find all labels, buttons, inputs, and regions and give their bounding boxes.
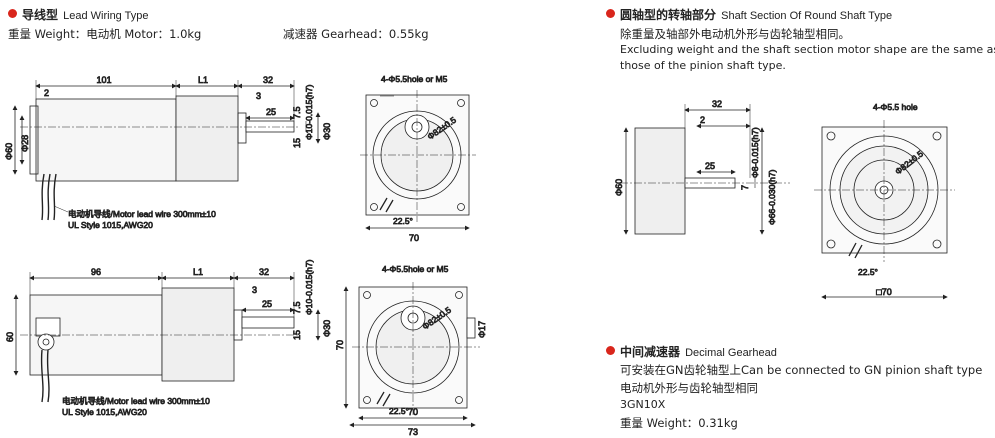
ul-label-top: UL Style 1015,AWG20 <box>68 220 153 230</box>
mount-hole <box>457 99 465 107</box>
decimal-gearhead-weight: 重量 Weight：0.31kg <box>620 416 738 430</box>
decimal-gearhead-heading: 中间减速器 Decimal Gearhead <box>606 341 777 360</box>
dim-phi30-2: Φ30 <box>322 320 332 337</box>
mount-hole <box>457 203 465 211</box>
hole-label-bottom: 4-Φ5.5hole or M5 <box>382 264 449 274</box>
rs-dim-32: 32 <box>712 99 722 109</box>
decimal-gearhead-line2: 电动机外形与齿轮轴型相同 <box>620 381 758 395</box>
mount-hole <box>370 99 378 107</box>
gearhead-weight: 减速器 Gearhead：0.55kg <box>283 27 429 41</box>
top-side-view: 101 L1 32 3 25 2 7.5 Φ10-0.015(h7) 15 Φ3… <box>4 75 333 231</box>
red-bullet-icon <box>606 9 615 18</box>
rs-dim-phi66: Φ66-0.030(h7) <box>767 169 777 225</box>
gearhead-body-2 <box>161 287 235 382</box>
width70-label: 70 <box>408 407 418 417</box>
cable-gland-icon <box>37 333 55 351</box>
hole-label-top: 4-Φ5.5hole or M5 <box>381 74 448 84</box>
rs-width-label: □70 <box>876 287 891 297</box>
dim-phi30: Φ30 <box>322 123 332 140</box>
round-shaft-desc-en-2: those of the pinion shaft type. <box>620 59 786 72</box>
output-shaft <box>245 120 295 133</box>
height70-label: 70 <box>335 340 345 350</box>
dim-25-2: 25 <box>262 299 272 309</box>
gearhead-body <box>175 95 239 182</box>
dim-2: 2 <box>44 88 49 98</box>
angle-label-bottom: 22.5° <box>389 406 409 416</box>
red-bullet-icon <box>8 9 17 18</box>
top-front-view: 4-Φ5.5hole or M5 Φ82±0.5 22.5° 70 <box>360 74 476 243</box>
phi17-label: Φ17 <box>477 321 487 338</box>
rs-dim-phi60: Φ60 <box>614 179 624 196</box>
motor-body <box>35 98 177 182</box>
lead-wiring-title-cn: 导线型 <box>22 8 59 22</box>
dim-phi10: Φ10-0.015(h7) <box>304 84 314 140</box>
rs-angle-label: 22.5° <box>858 267 878 277</box>
motor-end-cap <box>29 105 39 175</box>
rs-dim-phi8: Φ8-0.015(h7) <box>750 127 760 178</box>
decimal-gearhead-line1: 可安装在GN齿轮轴型上Can be connected to GN pinion… <box>620 363 983 377</box>
decimal-gearhead-model: 3GN10X <box>620 398 666 411</box>
round-shaft-desc-en-1: Excluding weight and the shaft section m… <box>620 43 995 56</box>
width73-label: 73 <box>408 427 418 437</box>
rs-dim-2: 2 <box>700 115 705 125</box>
terminal-box <box>35 317 61 337</box>
rs-dim-25: 25 <box>705 161 715 171</box>
round-shaft-title-en: Shaft Section Of Round Shaft Type <box>721 10 893 22</box>
dim-15: 15 <box>292 138 302 148</box>
rs-hole-label: 4-Φ5.5 hole <box>873 102 918 112</box>
gearhead-boss <box>237 112 247 144</box>
dim-phi10-2: Φ10-0.015(h7) <box>304 259 314 315</box>
dim-l1: L1 <box>198 75 208 85</box>
decimal-gearhead-title-en: Decimal Gearhead <box>685 347 777 359</box>
round-shaft-title-cn: 圆轴型的转轴部分 <box>620 8 717 22</box>
dim-25: 25 <box>266 107 276 117</box>
bottom-front-view: 4-Φ5.5hole or M5 Φ82±0.5 22.5° 70 73 70 … <box>335 264 488 438</box>
dim-60: 60 <box>5 332 15 342</box>
red-bullet-icon <box>606 346 615 355</box>
round-shaft-desc-cn: 除重量及轴部外电动机外形与齿轮轴型相同。 <box>620 27 850 41</box>
wire-label-bottom: 电动机导线/Motor lead wire 300mm±10 <box>62 396 210 406</box>
rs-dim-7: 7 <box>740 185 750 190</box>
width-label-top: 70 <box>409 233 419 243</box>
dim-3: 3 <box>256 91 261 101</box>
decimal-gearhead-title-cn: 中间减速器 <box>620 345 681 359</box>
round-shaft-heading: 圆轴型的转轴部分 Shaft Section Of Round Shaft Ty… <box>606 4 892 23</box>
lead-wiring-title-en: Lead Wiring Type <box>63 10 149 22</box>
mount-hole <box>370 203 378 211</box>
gearhead-boss-2 <box>233 309 243 341</box>
output-shaft-2 <box>241 316 295 329</box>
dim-phi28: Φ28 <box>20 135 30 152</box>
ul-label-bottom: UL Style 1015,AWG20 <box>62 407 147 417</box>
wire-label-top: 电动机导线/Motor lead wire 300mm±10 <box>68 209 216 219</box>
dim-32: 32 <box>263 75 273 85</box>
dim-l1-2: L1 <box>193 267 203 277</box>
lead-wiring-heading: 导线型 Lead Wiring Type <box>8 4 149 23</box>
dim-7-5: 7.5 <box>292 106 302 119</box>
round-gearhead-body <box>634 127 686 235</box>
dim-96: 96 <box>91 267 101 277</box>
motor-weight: 重量 Weight：电动机 Motor：1.0kg <box>8 27 202 41</box>
dim-32-2: 32 <box>259 267 269 277</box>
dim-7-5-2: 7.5 <box>292 301 302 314</box>
bottom-side-view: 96 L1 32 3 25 7.5 Φ10-0.015(h7) 15 Φ30 6… <box>5 259 333 417</box>
round-shaft-front-view: 4-Φ5.5 hole Φ82±0.5 22.5° □70 <box>814 102 955 300</box>
dim-phi60: Φ60 <box>4 143 14 160</box>
dim-3-2: 3 <box>252 285 257 295</box>
angle-label-top: 22.5° <box>393 216 413 226</box>
dim-15-2: 15 <box>292 330 302 340</box>
round-shaft-side-view: 32 2 25 7 Φ8-0.015(h7) Φ66-0.030(h7) Φ60 <box>614 99 790 235</box>
dim-101: 101 <box>96 75 111 85</box>
